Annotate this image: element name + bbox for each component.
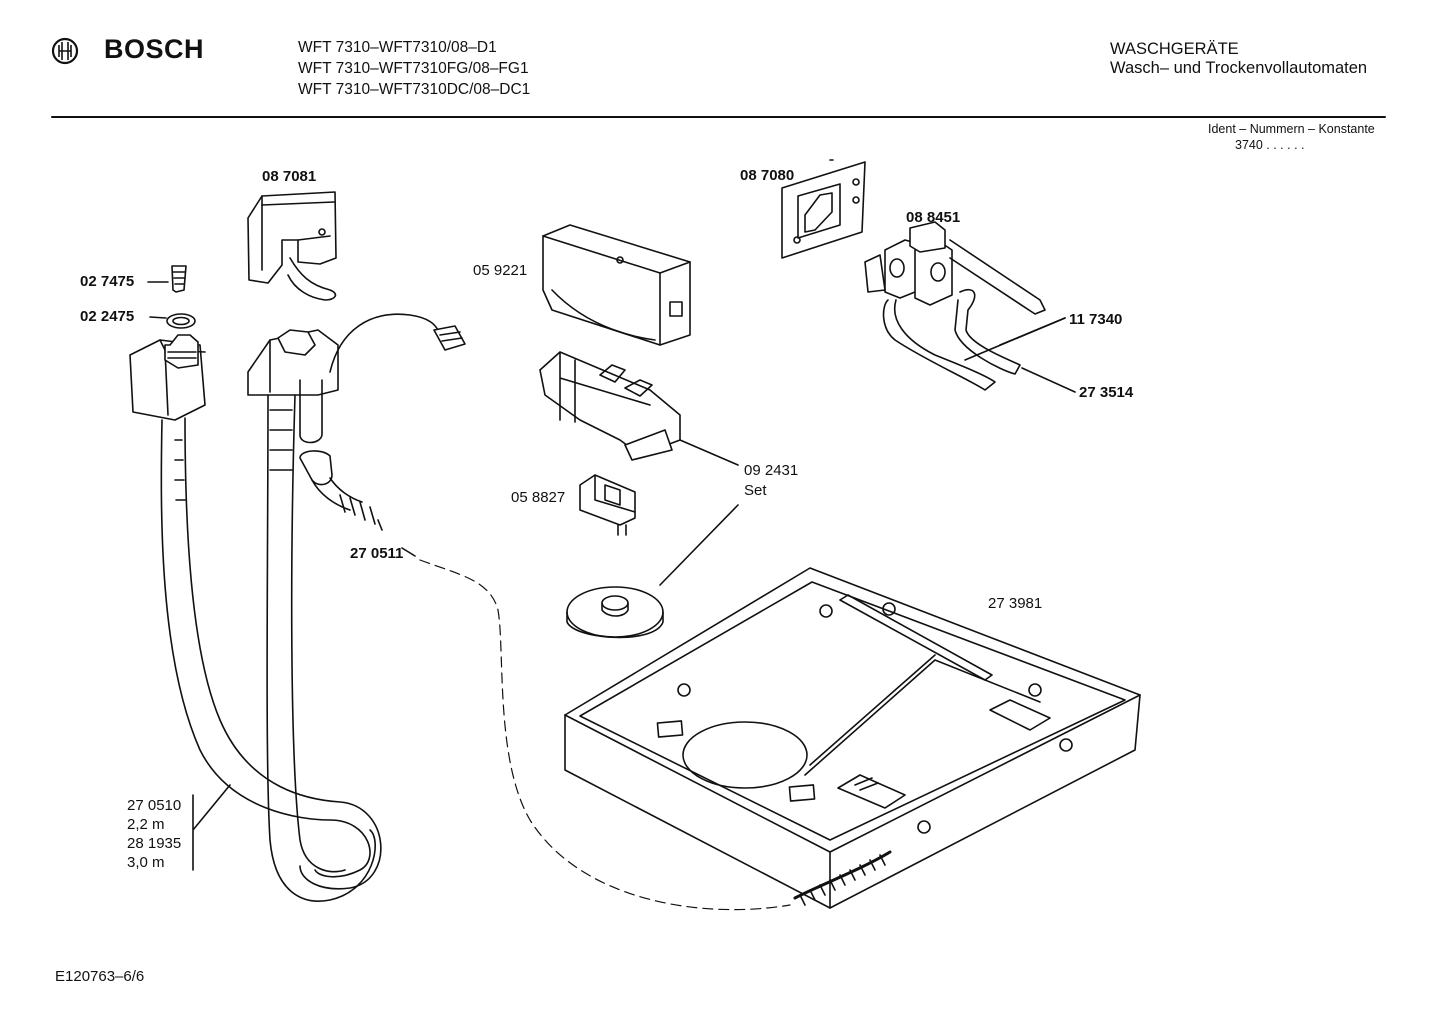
drawing-id: E120763–6/6 [55, 968, 145, 985]
part-label-022475: 02 2475 [80, 308, 135, 325]
category-title: WASCHGERÄTE [1110, 40, 1239, 58]
part-label-092431: 09 2431 [744, 462, 799, 479]
part-label-117340: 11 7340 [1069, 311, 1123, 328]
hose-option-4: 3,0 m [127, 854, 165, 871]
part-label-087081: 08 7081 [262, 168, 317, 185]
brand-name: BOSCH [104, 34, 205, 64]
plate-087080 [781, 159, 866, 259]
drain-hose-270511 [299, 450, 416, 557]
part-label-270511: 27 0511 [350, 545, 404, 562]
ident-value: 3740 . . . . . . [1235, 138, 1305, 152]
cap-087081 [247, 191, 337, 301]
part-label-088451: 08 8451 [906, 209, 961, 226]
inlet-hose-left [129, 334, 382, 890]
part-label-027475: 02 7475 [80, 273, 135, 290]
part-label-058827: 05 8827 [511, 489, 566, 506]
model-line-2: WFT 7310–WFT7310FG/08–FG1 [298, 60, 529, 77]
hose-option-1: 27 0510 [127, 797, 182, 814]
part-label-059221: 05 9221 [473, 262, 528, 279]
hose-length-bracket [192, 784, 231, 871]
base-plate-273981 [564, 567, 1141, 909]
washer-022475 [149, 313, 196, 329]
filter-027475 [147, 265, 187, 293]
bracket-092431 [539, 351, 739, 466]
inlet-hose-middle [247, 313, 466, 902]
hose-option-3: 28 1935 [127, 835, 182, 852]
ident-label: Ident – Nummern – Konstante [1208, 122, 1375, 136]
part-label-273981: 27 3981 [988, 595, 1043, 612]
bosch-armature-icon [51, 37, 79, 65]
drain-dashed-line [419, 559, 791, 911]
model-line-3: WFT 7310–WFT7310DC/08–DC1 [298, 81, 531, 98]
model-line-1: WFT 7310–WFT7310/08–D1 [298, 39, 497, 56]
subcategory-title: Wasch– und Trockenvollautomaten [1110, 59, 1368, 77]
part-label-273514: 27 3514 [1079, 384, 1134, 401]
bosch-logo [50, 36, 82, 68]
part-label-087080: 08 7080 [740, 167, 795, 184]
valve-088451 [864, 221, 1076, 393]
cover-059221 [542, 224, 691, 346]
part-label-092431-set: Set [744, 482, 767, 499]
clip-058827 [579, 474, 636, 536]
foot-disk [566, 504, 739, 639]
hose-option-2: 2,2 m [127, 816, 165, 833]
